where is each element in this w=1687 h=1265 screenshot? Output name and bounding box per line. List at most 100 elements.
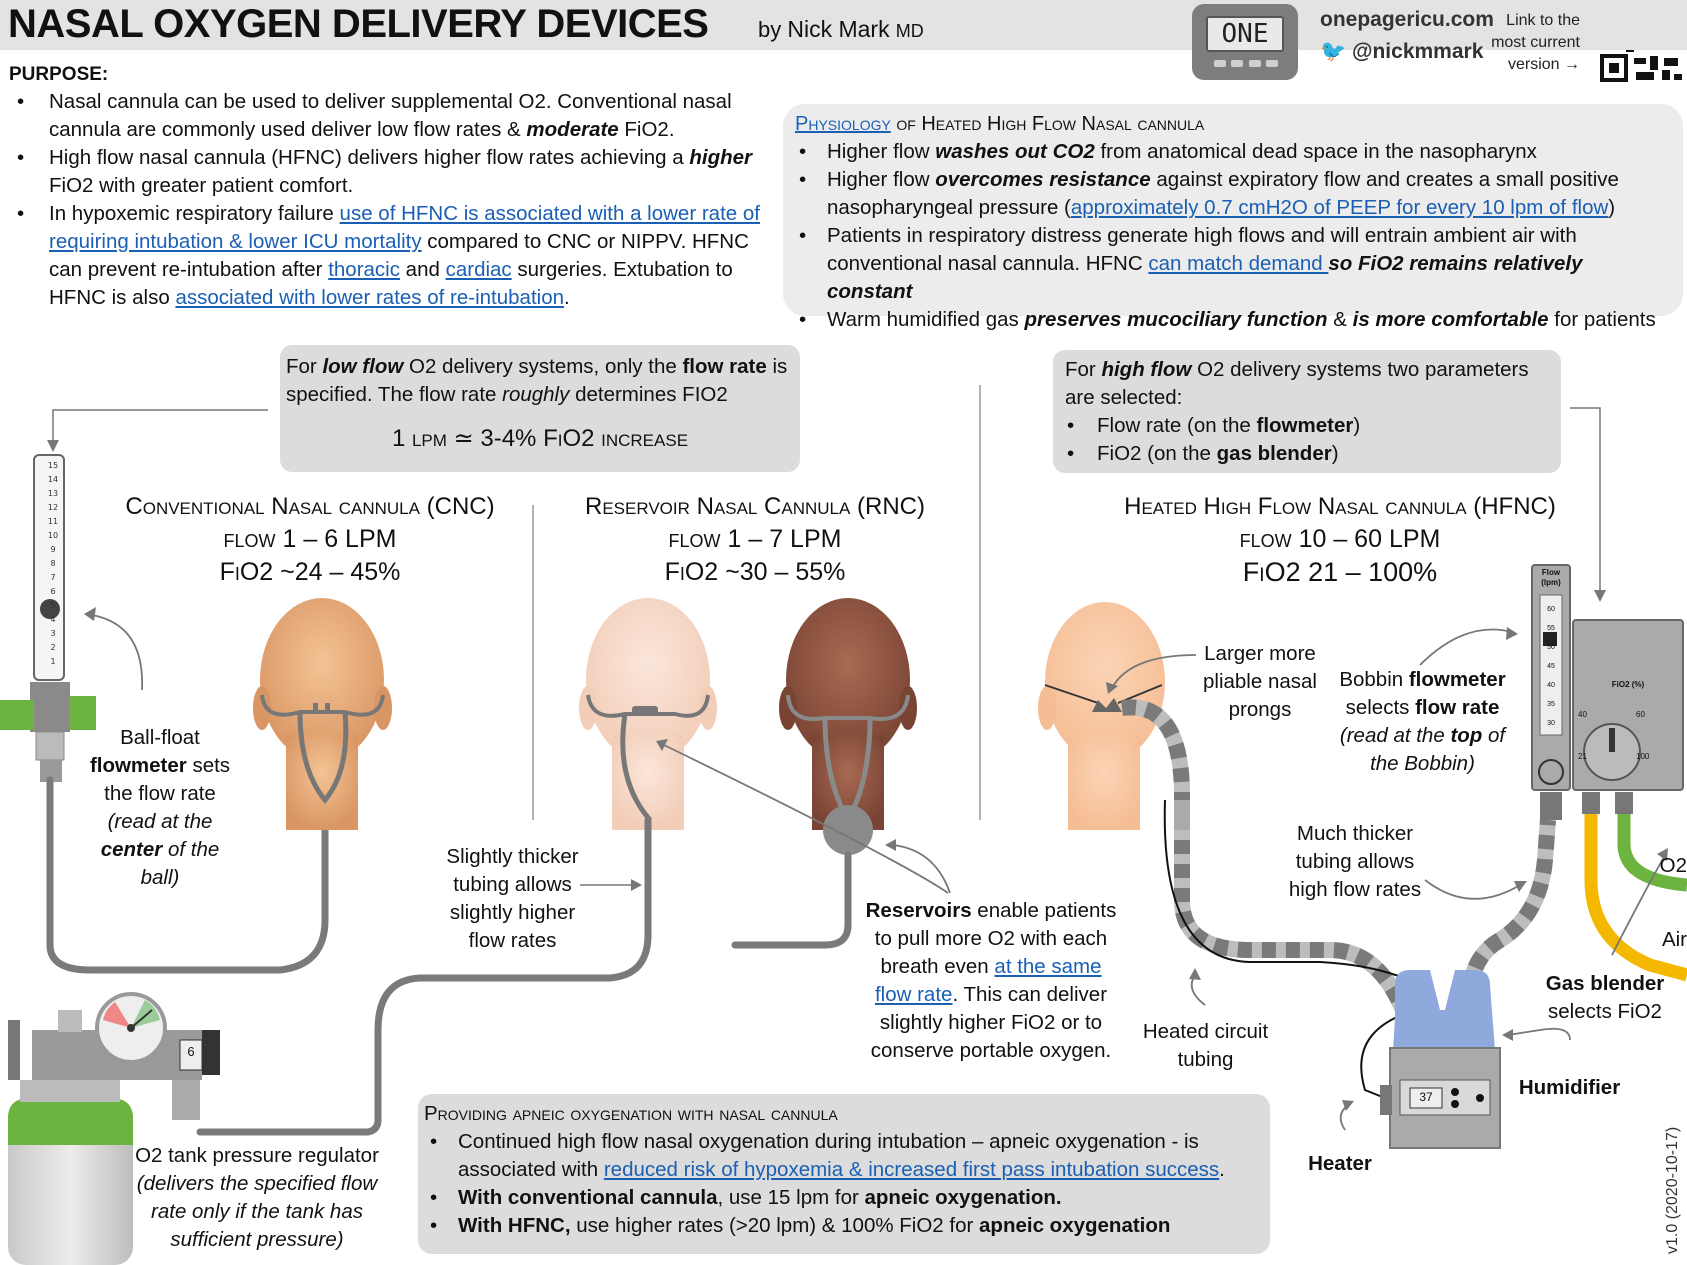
apneic-list: Continued high flow nasal oxygenation du… bbox=[424, 1128, 1262, 1240]
list-item: With conventional cannula, use 15 lpm fo… bbox=[424, 1184, 1262, 1212]
flowmeter-tick: 2 bbox=[50, 643, 55, 652]
ballfloat-flowmeter-icon bbox=[0, 454, 96, 782]
site-link[interactable]: onepagericu.com bbox=[1320, 8, 1494, 31]
physiology-link[interactable]: Physiology bbox=[795, 113, 891, 135]
cardiac-link[interactable]: cardiac bbox=[445, 258, 512, 281]
humidifier-readout: 37 bbox=[1419, 1090, 1433, 1104]
low-flow-text: For low flow O2 delivery systems, only t… bbox=[286, 355, 788, 406]
flowmeter-tick: 13 bbox=[48, 489, 58, 498]
heated-tubing-label: Heated circuit tubing bbox=[1142, 1020, 1269, 1071]
list-item: FiO2 (on the gas blender) bbox=[1065, 440, 1549, 468]
purpose-heading: PURPOSE: bbox=[9, 64, 109, 85]
byline-prefix: by bbox=[758, 17, 782, 42]
bobbin-flowmeter-icon bbox=[1531, 564, 1571, 820]
flowmeter-tick: 6 bbox=[50, 587, 55, 596]
physiology-panel: Physiology of Heated High Flow Nasal can… bbox=[783, 104, 1683, 334]
apneic-heading: Providing apneic oxygenation with nasal … bbox=[424, 1102, 838, 1125]
fio2-equation: 1 lpm ≃ 3-4% FiO2 increase bbox=[391, 425, 689, 452]
list-item: Higher flow overcomes resistance against… bbox=[795, 166, 1673, 222]
author-name: Nick Mark bbox=[787, 16, 890, 42]
device-name: Conventional Nasal cannula (CNC) bbox=[125, 493, 495, 520]
list-item: Continued high flow nasal oxygenation du… bbox=[424, 1128, 1262, 1184]
oxygen-tank-icon bbox=[8, 1010, 220, 1265]
regulator-label: O2 tank pressure regulator(delivers the … bbox=[135, 1144, 379, 1251]
rnc-head-light-icon bbox=[579, 598, 717, 830]
cnc-head-icon bbox=[253, 598, 392, 830]
flowmeter-tick: 12 bbox=[48, 503, 58, 512]
flowmeter-tick: 4 bbox=[50, 615, 55, 624]
flowmeter-tick: 5 bbox=[50, 601, 55, 610]
hypoxemia-link[interactable]: reduced risk of hypoxemia & increased fi… bbox=[603, 1158, 1220, 1181]
device-flow: flow 1 – 7 LPM bbox=[668, 525, 842, 553]
reintubation-link[interactable]: associated with lower rates of re-intuba… bbox=[175, 286, 564, 309]
device-fio2: FiO2 ~24 – 45% bbox=[219, 558, 401, 586]
device-fio2: FiO2 ~30 – 55% bbox=[664, 558, 846, 586]
reservoirs-label: Reservoirs enable patients to pull more … bbox=[865, 899, 1117, 1062]
blender-tick: 100 bbox=[1636, 752, 1650, 761]
blender-header: FiO2 (%) bbox=[1611, 680, 1645, 689]
page-title: NASAL OXYGEN DELIVERY DEVICES bbox=[8, 2, 709, 46]
logo-text: ONE bbox=[1206, 16, 1284, 52]
flowmeter-tick: 14 bbox=[48, 475, 58, 484]
gas-blender-icon bbox=[1572, 619, 1684, 814]
hfnc-heading: Heated High Flow Nasal cannula (HFNC) fl… bbox=[1080, 490, 1600, 589]
much-thicker-label: Much thicker tubing allows high flow rat… bbox=[1288, 822, 1422, 901]
device-flow: flow 10 – 60 LPM bbox=[1239, 525, 1441, 553]
logo-buttons bbox=[1214, 60, 1278, 70]
flowmeter-tick: 3 bbox=[50, 629, 55, 638]
prongs-label: Larger more pliable nasal prongs bbox=[1203, 642, 1317, 721]
flowmeter-tick: 8 bbox=[50, 559, 55, 568]
list-item: Patients in respiratory distress generat… bbox=[795, 222, 1673, 306]
twitter-bird-icon: 🐦 bbox=[1320, 40, 1347, 63]
header-bar bbox=[0, 0, 1687, 50]
apneic-oxygenation-box: Providing apneic oxygenation with nasal … bbox=[418, 1094, 1270, 1254]
device-name: Heated High Flow Nasal cannula (HFNC) bbox=[1124, 493, 1556, 520]
twitter-link[interactable]: 🐦 @nickmmark bbox=[1320, 40, 1483, 64]
rnc-head-dark-icon bbox=[779, 598, 917, 855]
hfnc-head-icon bbox=[1038, 602, 1165, 830]
hfnc-evidence-link[interactable]: use of HFNC is associated with a lower r… bbox=[49, 202, 760, 253]
match-demand-link[interactable]: can match demand bbox=[1148, 252, 1329, 275]
version-stamp: v1.0 (2020-10-17) bbox=[1664, 1126, 1681, 1254]
bobbin-header: Flow (lpm) bbox=[1541, 568, 1561, 587]
link-line: most current bbox=[1491, 34, 1580, 51]
humidifier-icon bbox=[1380, 970, 1501, 1149]
device-name: Reservoir Nasal Cannula (RNC) bbox=[585, 493, 925, 520]
physiology-heading: Physiology of Heated High Flow Nasal can… bbox=[795, 113, 1205, 135]
device-flow: flow 1 – 6 LPM bbox=[223, 525, 397, 553]
heater-label: Heater bbox=[1308, 1152, 1372, 1175]
byline: by Nick Mark MD bbox=[758, 16, 924, 43]
purpose-list: Nasal cannula can be used to deliver sup… bbox=[9, 88, 779, 312]
list-item: High flow nasal cannula (HFNC) delivers … bbox=[9, 144, 779, 200]
air-line-label: Air bbox=[1661, 928, 1687, 951]
flowmeter-tick: 11 bbox=[48, 517, 58, 526]
thoracic-link[interactable]: thoracic bbox=[328, 258, 400, 281]
bobbin-label: Bobbin flowmeter selects flow rate (read… bbox=[1339, 668, 1506, 775]
peep-link[interactable]: approximately 0.7 cmH2O of PEEP for ever… bbox=[1070, 196, 1609, 219]
one-logo-icon[interactable]: ONE bbox=[1192, 4, 1298, 80]
blender-tick: 40 bbox=[1578, 710, 1587, 719]
link-line: Link to the bbox=[1506, 12, 1580, 29]
regulator-readout: 6 bbox=[187, 1044, 195, 1059]
high-flow-text: For high flow O2 delivery systems two pa… bbox=[1065, 358, 1529, 409]
ballfloat-label: Ball-float flowmeter sets the flow rate … bbox=[89, 726, 231, 889]
rnc-heading: Reservoir Nasal Cannula (RNC) flow 1 – 7… bbox=[545, 490, 965, 589]
list-item: Flow rate (on the flowmeter) bbox=[1065, 412, 1549, 440]
twitter-handle: @nickmmark bbox=[1352, 40, 1484, 63]
low-flow-box: For low flow O2 delivery systems, only t… bbox=[280, 345, 800, 472]
device-fio2: FiO2 21 – 100% bbox=[1242, 557, 1438, 587]
flowmeter-tick: 15 bbox=[48, 461, 58, 470]
pressure-gauge-icon bbox=[95, 992, 167, 1064]
blender-tick: 21 bbox=[1578, 752, 1587, 761]
list-item: In hypoxemic respiratory failure use of … bbox=[9, 200, 779, 312]
high-flow-list: Flow rate (on the flowmeter) FiO2 (on th… bbox=[1065, 412, 1549, 468]
flowmeter-tick: 10 bbox=[48, 531, 58, 540]
physiology-list: Higher flow washes out CO2 from anatomic… bbox=[795, 138, 1673, 334]
flowmeter-tick: 9 bbox=[50, 545, 55, 554]
same-flow-rate-link[interactable]: at the same flow rate bbox=[874, 955, 1102, 1006]
list-item: Higher flow washes out CO2 from anatomic… bbox=[795, 138, 1673, 166]
blender-tick: 60 bbox=[1636, 710, 1645, 719]
current-version-link[interactable]: Link to the most current version → bbox=[1470, 10, 1580, 76]
